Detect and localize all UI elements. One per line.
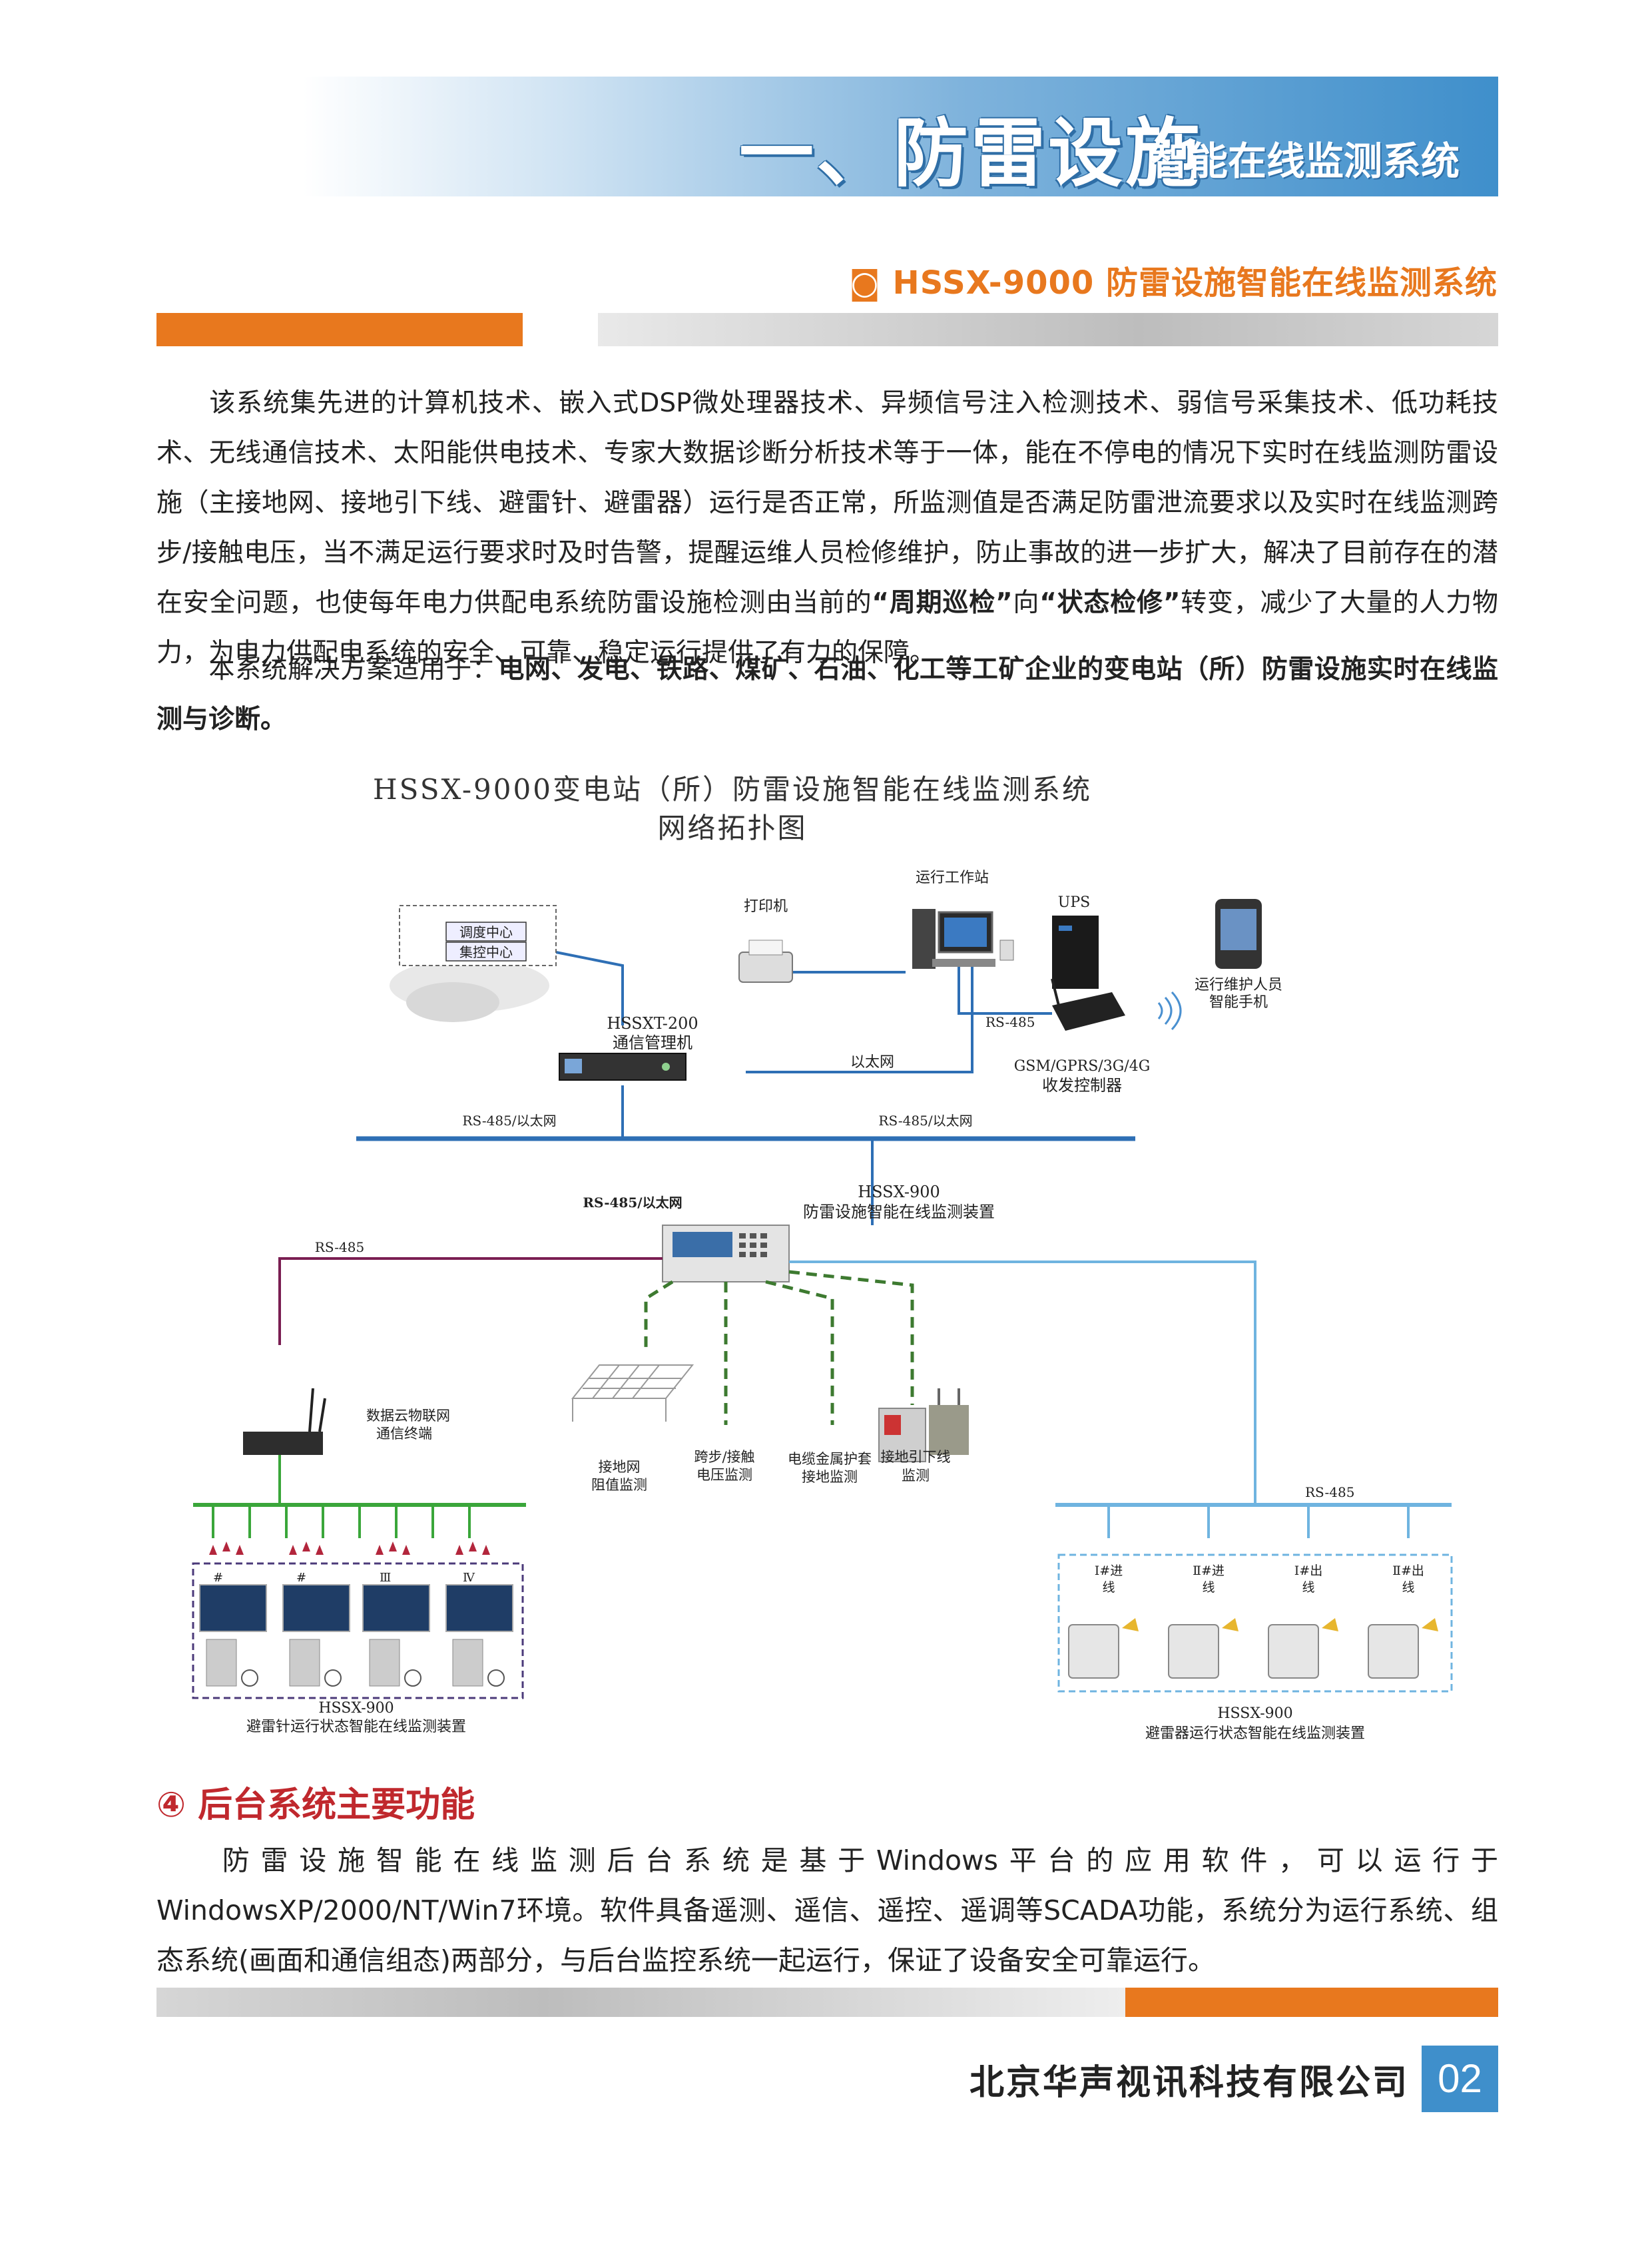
network-topology-diagram: HSSX-9000变电站（所）防雷设施智能在线监测系统 网络拓扑图 调度中心 集…: [192, 773, 1453, 1742]
printer-label: 打印机: [744, 898, 788, 915]
grid-label-2: 阻值监测: [591, 1477, 647, 1493]
arrester-monitors: [1068, 1618, 1438, 1679]
device-link-label: RS-485/以太网: [583, 1195, 682, 1211]
intro-paragraph: 该系统集先进的计算机技术、嵌入式DSP微处理器技术、异频信号注入检测技术、弱信号…: [156, 388, 1498, 668]
orange-divider-left: [156, 313, 523, 346]
line1-label-a: Ⅰ#进: [1095, 1563, 1123, 1578]
arrester-group-box: [1057, 1553, 1453, 1693]
step-label-2: 电压监测: [696, 1467, 752, 1483]
rod-group-box: [192, 1562, 524, 1699]
line3-label-b: 线: [1302, 1580, 1314, 1595]
cable-label-2: 接地监测: [802, 1469, 858, 1485]
control-label: 集控中心: [459, 944, 513, 960]
rod-name-label: 避雷针运行状态智能在线监测装置: [246, 1719, 466, 1735]
arrester-model-label: HSSX-900: [1217, 1705, 1292, 1722]
gsm-label-1: GSM/GPRS/3G/4G: [1014, 1058, 1151, 1075]
downlead-label-2: 监测: [902, 1468, 930, 1484]
page-subtitle: 智能在线监测系统: [1151, 139, 1460, 184]
page-number: 02: [1422, 2046, 1498, 2112]
rs485-right-label: RS-485: [1305, 1484, 1354, 1500]
grid-label-1: 接地网: [599, 1459, 641, 1475]
grey-divider-bottom: [156, 1988, 1125, 2017]
rod-arrows: [209, 1541, 490, 1555]
section4-paragraph: 防雷设施智能在线监测后台系统是基于Windows平台的应用软件，可以运行于Win…: [156, 1844, 1498, 1976]
phone-label-2: 智能手机: [1209, 994, 1268, 1011]
gsm-controller-icon: [1051, 978, 1125, 1031]
comm-name-label: 通信管理机: [613, 1033, 692, 1052]
wireless-icon: [1157, 991, 1182, 1031]
arrester-name-label: 避雷器运行状态智能在线监测装置: [1145, 1725, 1365, 1742]
dispatch-center: 调度中心 集控中心: [390, 905, 557, 1022]
phone-label-1: 运行维护人员: [1195, 977, 1282, 993]
sensor-links: [644, 1270, 914, 1425]
rod-tag-3: Ⅲ: [380, 1571, 391, 1585]
device-model-label: HSSX-900: [858, 1183, 940, 1201]
gsm-label-2: 收发控制器: [1042, 1076, 1122, 1095]
iot-label-2: 通信终端: [376, 1426, 432, 1442]
workstation-label: 运行工作站: [916, 870, 989, 886]
line2-label-a: Ⅱ#进: [1193, 1563, 1225, 1578]
diagram-subtitle: 网络拓扑图: [657, 812, 807, 844]
rod-monitors: [206, 1639, 505, 1687]
downlead-label-1: 接地引下线: [881, 1449, 951, 1465]
device-name-label: 防雷设施智能在线监测装置: [803, 1203, 995, 1221]
diagram-title: HSSX-9000变电站（所）防雷设施智能在线监测系统: [373, 773, 1092, 806]
grey-divider-right: [598, 313, 1498, 346]
line4-label-b: 线: [1402, 1580, 1414, 1595]
link-device-arrester: [789, 1261, 1256, 1505]
comm-manager-icon: [559, 1053, 687, 1081]
link-comm-ws: [746, 963, 973, 1073]
link-ws-gsm: [958, 963, 1052, 1015]
line1-label-b: 线: [1102, 1580, 1115, 1595]
line3-label-a: Ⅰ#出: [1294, 1563, 1322, 1578]
section4-title: ④ 后台系统主要功能: [156, 1785, 475, 1825]
rs485-left-label: RS-485: [315, 1239, 364, 1255]
rod-tag-1: #: [213, 1571, 223, 1585]
ethernet-label: 以太网: [850, 1054, 894, 1071]
smartphone-icon: [1215, 899, 1262, 969]
comm-model-label: HSSXT-200: [607, 1014, 698, 1033]
link-dispatch-comm: [555, 951, 624, 1025]
solar-panels: [199, 1584, 513, 1632]
rod-model-label: HSSX-900: [318, 1700, 394, 1717]
scope-paragraph: 本系统解决方案适用于：电网、发电、铁路、煤矿、石油、化工等工矿企业的变电站（所）…: [156, 655, 1498, 734]
rod-tag-4: Ⅳ: [463, 1571, 475, 1585]
central-device-icon: [662, 1225, 790, 1282]
bus-label-right: RS-485/以太网: [878, 1113, 972, 1129]
company-name: 北京华声视讯科技有限公司: [969, 2063, 1409, 2103]
line4-label-a: Ⅱ#出: [1392, 1563, 1424, 1578]
workstation-icon: [912, 909, 1014, 969]
cable-label-1: 电缆金属护套: [788, 1451, 872, 1467]
transformer-icon: [878, 1388, 969, 1462]
line2-label-b: 线: [1202, 1580, 1215, 1595]
bus-label-left: RS-485/以太网: [462, 1113, 556, 1129]
dispatch-label: 调度中心: [459, 924, 513, 940]
printer-icon: [738, 940, 793, 983]
orange-divider-bottom: [1125, 1988, 1498, 2017]
iot-label-1: 数据云物联网: [366, 1408, 450, 1424]
header-band: [303, 77, 1498, 196]
grounding-grid-icon: [571, 1364, 694, 1422]
page-title: 一、防雷设施: [739, 111, 1203, 197]
section-title: ◙ HSSX-9000 防雷设施智能在线监测系统: [849, 264, 1498, 302]
rs485-ws-label: RS-485: [985, 1014, 1035, 1030]
rod-tag-2: #: [296, 1571, 306, 1585]
step-label-1: 跨步/接触: [694, 1449, 754, 1465]
iot-terminal-icon: [243, 1388, 326, 1455]
ups-icon: [1052, 916, 1099, 989]
link-device-iot: [278, 1257, 663, 1345]
ups-label: UPS: [1058, 894, 1090, 911]
